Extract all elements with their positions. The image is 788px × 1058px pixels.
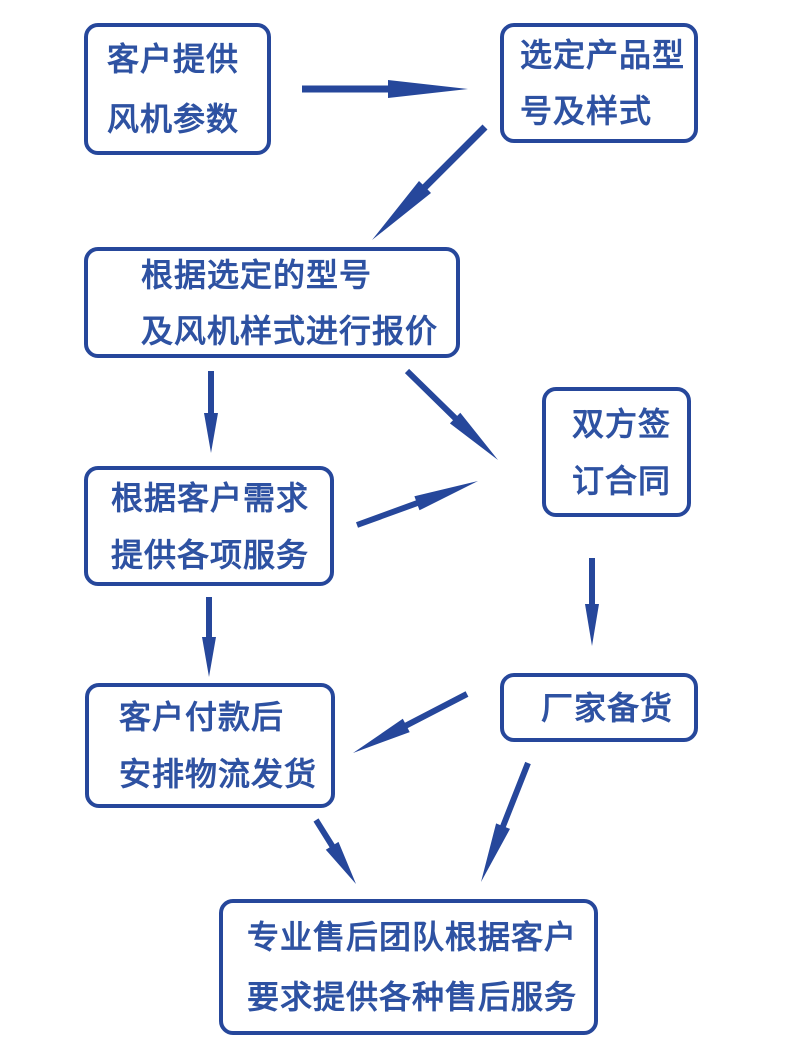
node-text-line: 选定产品型: [520, 37, 686, 73]
flow-node-customer-params: 客户提供 风机参数: [84, 23, 271, 155]
node-text-line: 客户提供: [107, 41, 240, 77]
node-text-line: 订合同: [572, 462, 672, 499]
flow-node-quotation: 根据选定的型号 及风机样式进行报价: [84, 247, 460, 358]
node-text-line: 及风机样式进行报价: [141, 312, 439, 349]
node-text-line: 风机参数: [107, 101, 240, 137]
flow-node-select-model: 选定产品型 号及样式: [500, 23, 698, 143]
flow-arrow-quote-to-service: [204, 371, 218, 453]
node-text-line: 客户付款后: [119, 699, 285, 735]
node-text-line: 安排物流发货: [119, 756, 318, 792]
flow-arrow-service-to-contract: [356, 481, 478, 528]
flow-arrow-stock-to-payment: [353, 691, 469, 753]
flow-node-after-sales: 专业售后团队根据客户 要求提供各种售后服务: [219, 899, 598, 1035]
flow-node-customer-service: 根据客户需求 提供各项服务: [84, 466, 334, 586]
node-text-line: 号及样式: [520, 93, 653, 129]
node-text-line: 专业售后团队根据客户: [247, 919, 578, 955]
flow-arrow-quote-to-contract: [404, 368, 498, 460]
node-text-line: 要求提供各种售后服务: [247, 979, 578, 1015]
flow-node-payment-shipping: 客户付款后 安排物流发货: [85, 683, 335, 808]
node-text-line: 双方签: [572, 405, 672, 442]
flow-arrow-contract-to-stock: [585, 558, 599, 646]
node-text-line: 根据选定的型号: [141, 256, 373, 293]
flow-arrow-payment-to-aftersales: [313, 818, 356, 884]
flow-node-factory-stock: 厂家备货: [500, 673, 698, 742]
node-text-line: 提供各项服务: [111, 536, 310, 573]
node-text-line: 厂家备货: [541, 689, 674, 726]
flow-arrow-model-to-quote: [372, 124, 488, 240]
flow-node-sign-contract: 双方签 订合同: [542, 387, 691, 517]
flow-arrow-params-to-model: [302, 80, 468, 98]
node-text-line: 根据客户需求: [111, 479, 310, 516]
flow-arrow-service-to-payment: [202, 597, 216, 677]
flow-arrow-stock-to-aftersales: [481, 761, 531, 882]
